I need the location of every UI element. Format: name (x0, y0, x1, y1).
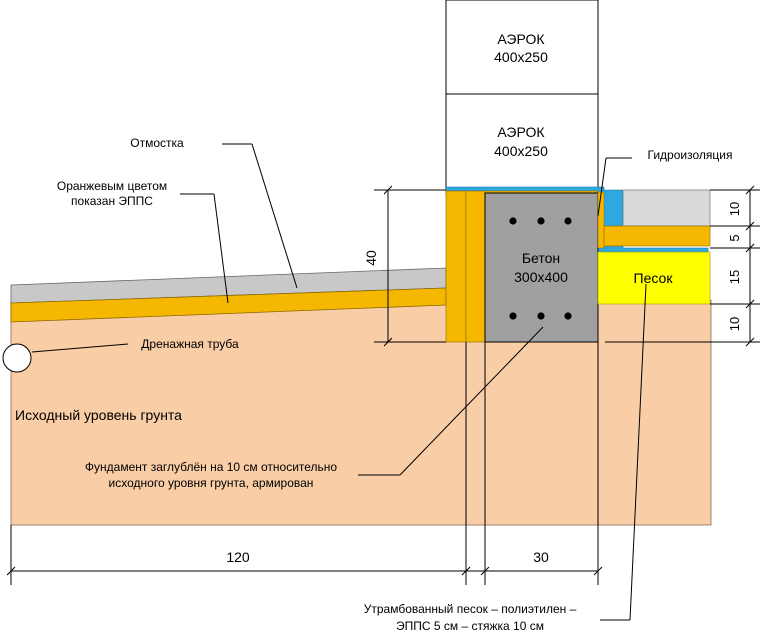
hydro-label: Гидроизоляция (648, 148, 733, 162)
sand-layer (597, 251, 711, 305)
foundation-label-line1: Фундамент заглублён на 10 см относительн… (85, 460, 338, 474)
dimension-40 (374, 185, 446, 347)
concrete-line2: 300х400 (514, 269, 568, 285)
epps-label-line2: показан ЭППС (71, 194, 153, 208)
drain-label: Дренажная труба (141, 337, 239, 351)
dim-30-text: 30 (533, 549, 549, 565)
dimension-bottom (6, 342, 603, 585)
dim-right-15-text: 15 (727, 270, 742, 284)
sand-label: Песок (634, 270, 674, 286)
dim-right-10-bottom-text: 10 (727, 317, 742, 331)
epps-floor-layer (603, 225, 711, 247)
ground-level-label: Исходный уровень грунта (15, 407, 182, 423)
dim-right-5-text: 5 (727, 234, 742, 241)
leader-lines (31, 143, 647, 621)
concrete-line1: Бетон (522, 250, 560, 266)
epps-floor-vertical (597, 191, 605, 249)
dim-120-text: 120 (226, 549, 250, 565)
aerok-block-middle (445, 93, 599, 191)
aerok-middle-line1: АЭРОК (497, 124, 545, 140)
layers-label-line1: Утрамбованный песок – полиэтилен – (364, 602, 577, 616)
drain-pipe (2, 343, 32, 373)
aerok-top-line2: 400х250 (494, 49, 548, 65)
rebar-top-row (509, 217, 572, 225)
epps-vertical-outer (445, 190, 467, 343)
aerok-middle-line2: 400х250 (494, 143, 548, 159)
otmostka-label: Отмостка (130, 136, 184, 150)
aerok-block-top (445, 0, 599, 95)
dimension-right (605, 185, 760, 347)
foundation-label-line2: исходного уровня грунта, армирован (109, 476, 314, 490)
dim-right-10-top-text: 10 (727, 202, 742, 216)
rebar-bottom-row (509, 312, 572, 320)
concrete-foundation (484, 192, 599, 343)
epps-vertical-inner (465, 190, 486, 343)
screed-layer (622, 189, 711, 227)
aerok-top-line1: АЭРОК (497, 31, 545, 47)
epps-label-line1: Оранжевым цветом (57, 179, 167, 193)
layers-label-line2: ЭППС 5 см – стяжка 10 см (396, 619, 544, 633)
dim-40-text: 40 (363, 250, 379, 266)
